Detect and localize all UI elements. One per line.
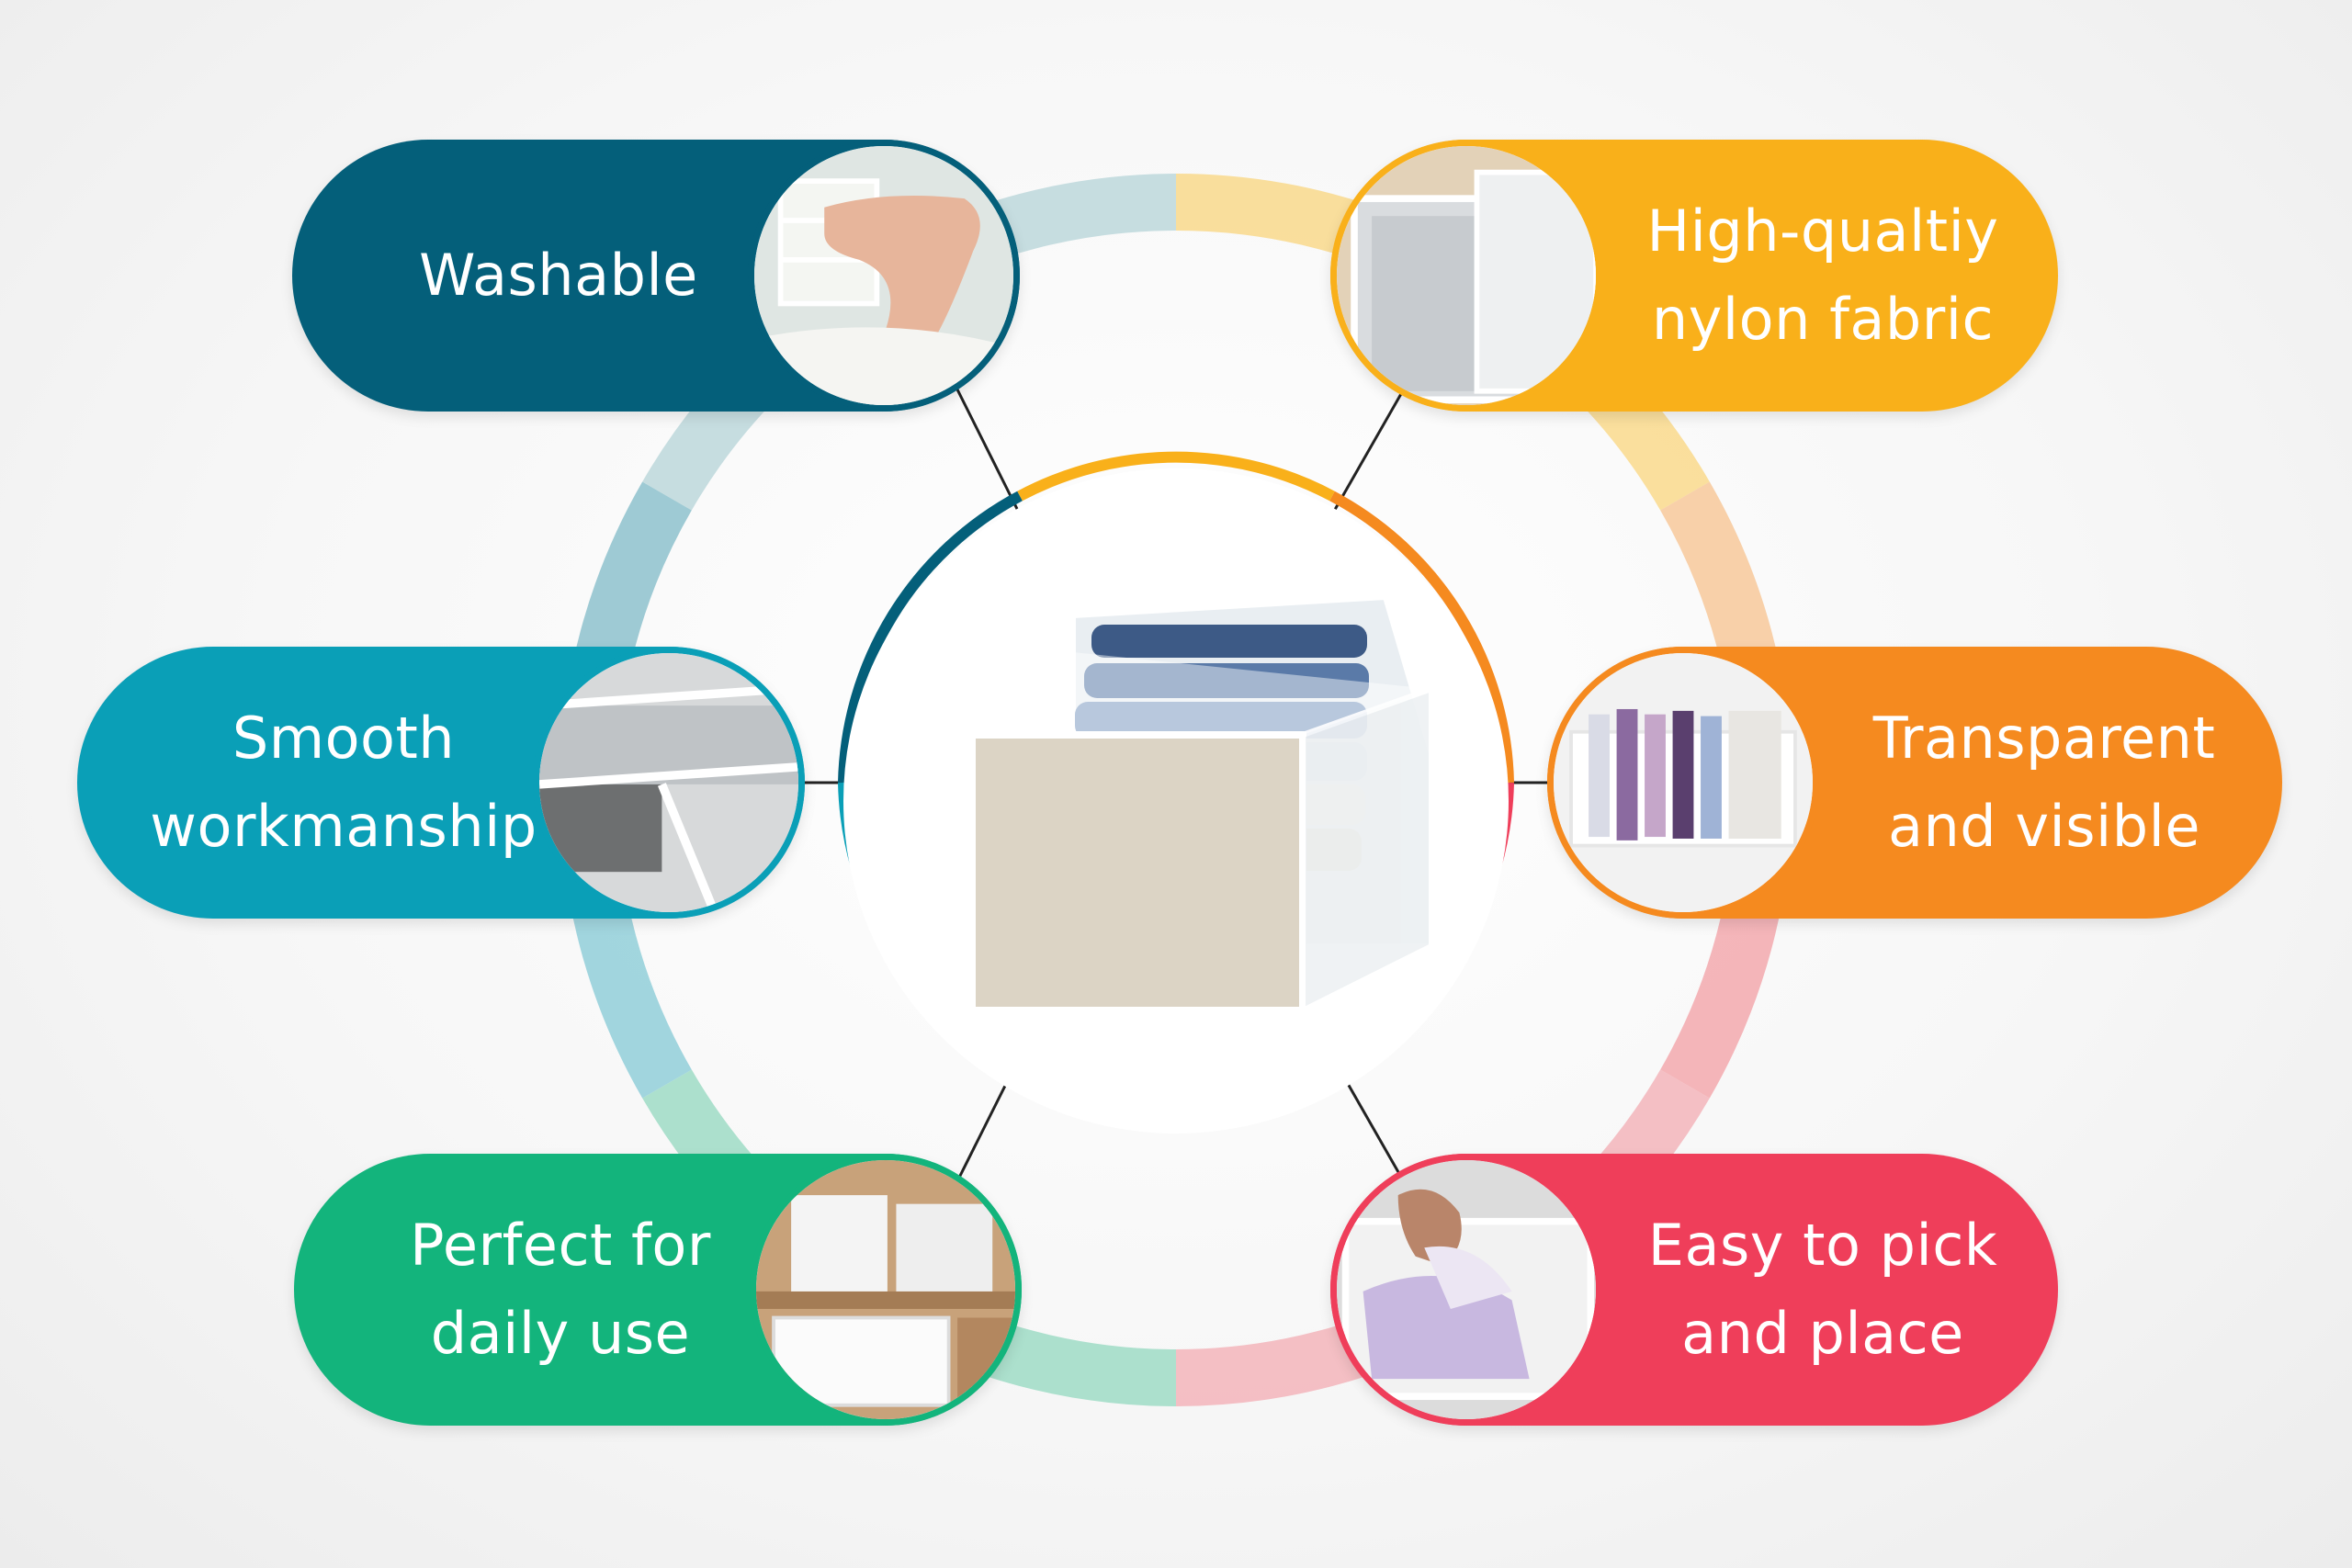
center-product-image (843, 468, 1509, 1134)
mesh-organizer-icon (968, 593, 1434, 1015)
feature-label-line: Washable (419, 242, 698, 309)
feature-high-quality-nylon: High-qualtiy nylon fabric (1330, 140, 2058, 412)
workmanship-thumbnail (533, 647, 805, 919)
washable-thumbnail (748, 140, 1020, 412)
pick-place-thumbnail (1330, 1154, 1602, 1426)
feature-daily-use: Perfect for daily use (294, 1154, 1022, 1426)
drawers-with-organizers-icon (756, 1160, 1015, 1419)
feature-smooth-workmanship: Smooth workmanship (77, 647, 805, 919)
feature-easy-pick-place: Easy to pick and place (1330, 1154, 2058, 1426)
feature-transparent-visible: Transparent and visible (1547, 647, 2282, 919)
feature-label-line: Transparent (1872, 705, 2216, 772)
feature-washable: Washable (292, 140, 1020, 412)
feature-label-line: Smooth (232, 705, 456, 772)
feature-label-line: and place (1681, 1300, 1964, 1367)
mesh-fabric-closeup-icon (1337, 146, 1596, 405)
feature-label-line: High-qualtiy (1646, 197, 1999, 265)
feature-label-line: daily use (430, 1300, 691, 1367)
feature-label-line: nylon fabric (1651, 286, 1995, 353)
nylon-thumbnail (1330, 140, 1602, 412)
feature-label-line: Easy to pick (1647, 1212, 1998, 1279)
hand-pressing-mesh-bag-icon (754, 146, 1013, 405)
feature-label-line: Perfect for (410, 1212, 711, 1279)
hand-picking-clothes-icon (1337, 1160, 1596, 1419)
feature-label-line: workmanship (150, 793, 537, 860)
mesh-seam-closeup-icon (539, 653, 798, 912)
organizer-with-clothes-icon (1554, 653, 1813, 912)
daily-use-thumbnail (750, 1154, 1022, 1426)
transparent-thumbnail (1547, 647, 1819, 919)
feature-label-line: and visible (1887, 793, 2201, 860)
